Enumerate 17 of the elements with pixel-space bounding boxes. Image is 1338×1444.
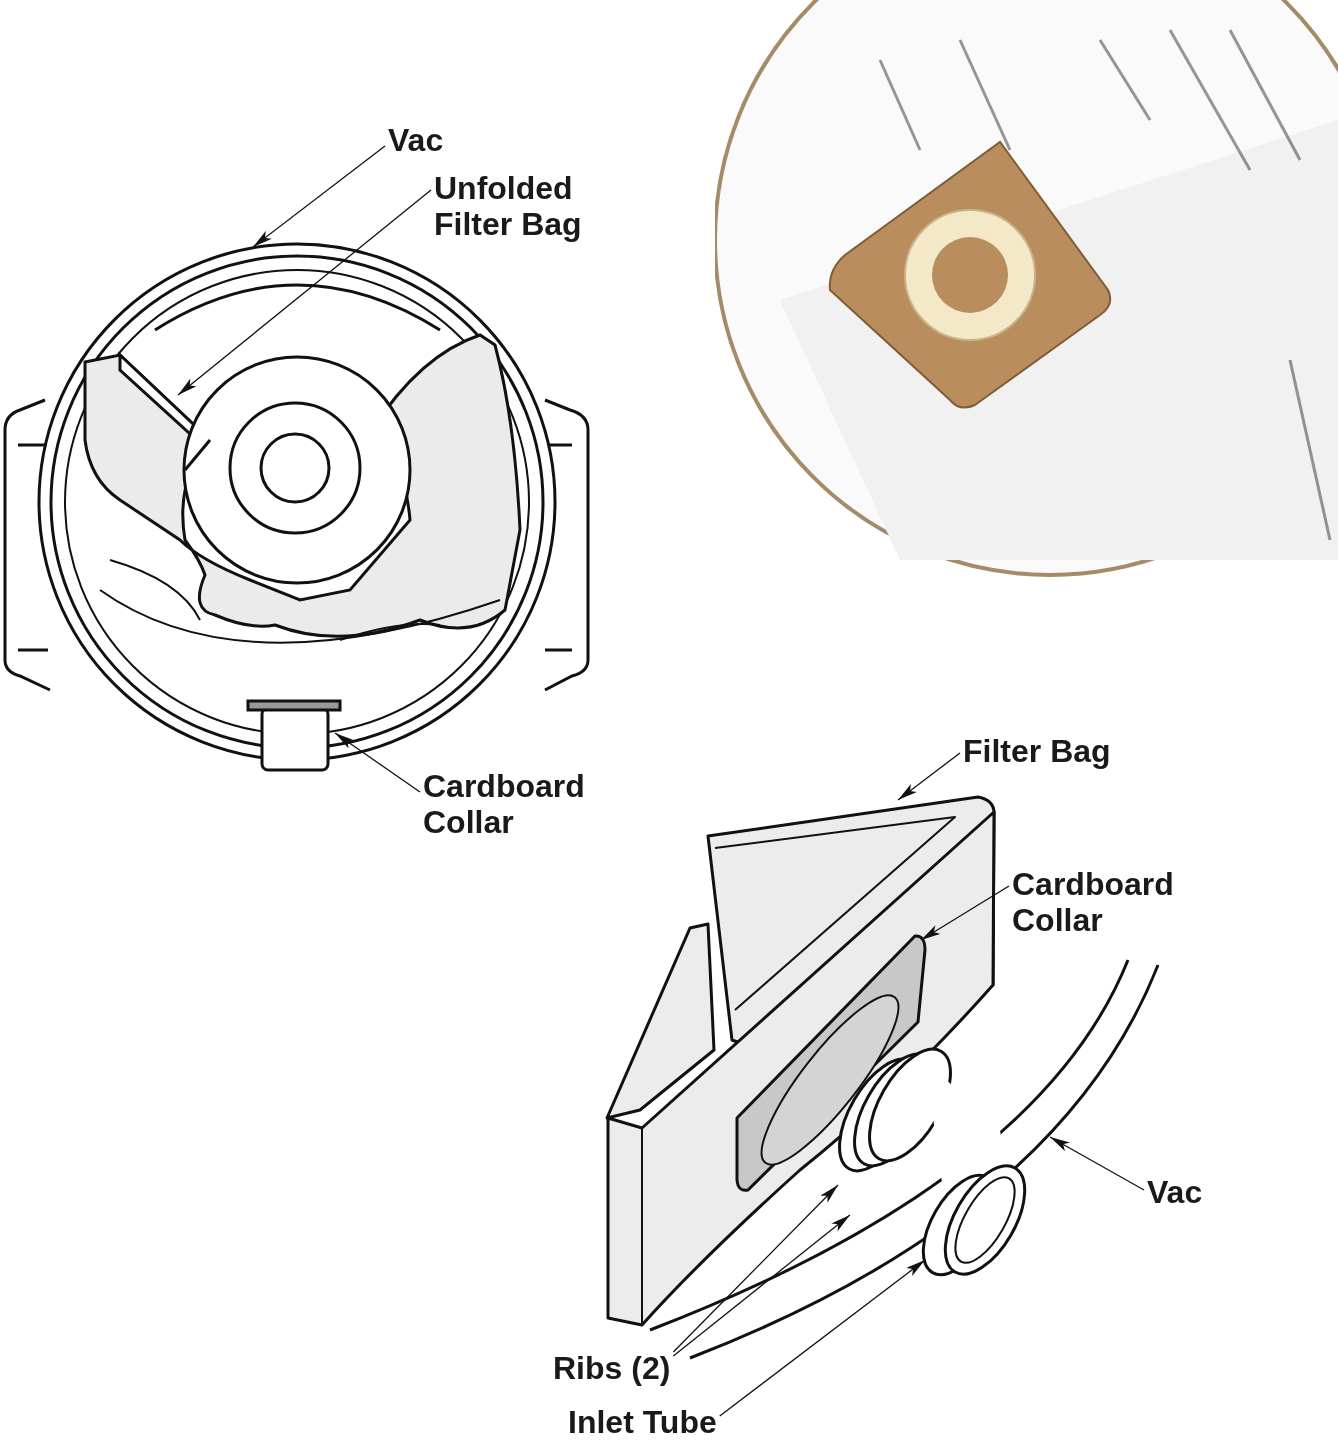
leader-line: [334, 732, 421, 793]
part-label: Cardboard Collar: [1012, 866, 1212, 938]
leader-line: [252, 145, 386, 248]
leader-line: [897, 752, 961, 801]
part-label: Vac: [388, 122, 444, 158]
leader-line: [719, 1259, 926, 1417]
leader-line: [672, 1184, 839, 1353]
part-label: Unfolded Filter Bag: [434, 170, 624, 242]
part-label: Filter Bag: [963, 733, 1111, 769]
leader-line: [177, 189, 432, 396]
part-label: Cardboard Collar: [423, 768, 623, 840]
leader-line: [1049, 1136, 1145, 1191]
leader-line: [672, 1214, 851, 1357]
leader-line: [920, 885, 1010, 941]
part-label: Ribs (2): [553, 1350, 671, 1386]
part-label: Inlet Tube: [568, 1404, 717, 1440]
part-label: Vac: [1147, 1174, 1203, 1210]
